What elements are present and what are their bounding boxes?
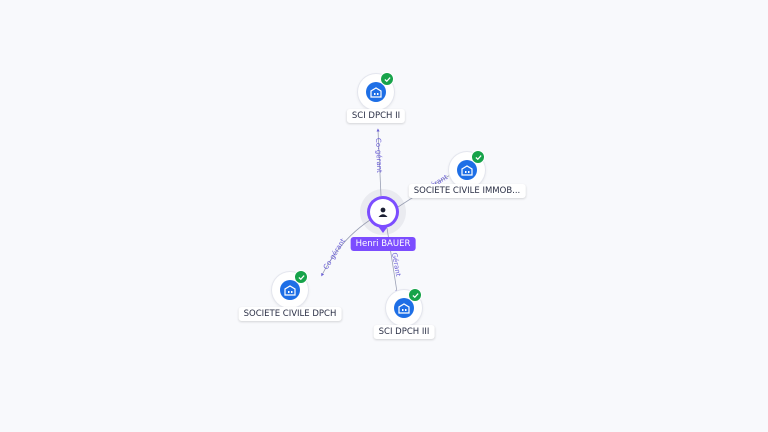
verified-check-icon <box>294 270 308 284</box>
verified-check-icon <box>408 288 422 302</box>
company-node-societe-civile-immob[interactable] <box>449 150 485 188</box>
verified-check-icon <box>380 72 394 86</box>
company-node-sci-dpch-iii[interactable] <box>386 288 422 326</box>
building-icon <box>394 298 414 318</box>
building-icon <box>366 82 386 102</box>
company-label-sci-dpch-ii[interactable]: SCI DPCH II <box>346 109 406 123</box>
building-icon <box>280 280 300 300</box>
edge-societe-civile-dpch <box>321 219 371 277</box>
person-node[interactable] <box>367 196 399 228</box>
verified-check-icon <box>471 150 485 164</box>
edge-label-societe-civile-dpch: Co-gérant <box>322 237 347 271</box>
edge-sci-dpch-ii <box>376 128 382 197</box>
person-name-label[interactable]: Henri BAUER <box>350 237 416 251</box>
person-icon <box>370 199 396 225</box>
company-label-sci-dpch-iii[interactable]: SCI DPCH III <box>373 325 435 339</box>
company-node-sci-dpch-ii[interactable] <box>358 72 394 110</box>
edge-label-sci-dpch-iii: Gérant <box>390 252 402 277</box>
company-node-societe-civile-dpch[interactable] <box>272 270 308 308</box>
company-label-societe-civile-dpch[interactable]: SOCIETE CIVILE DPCH <box>238 307 342 321</box>
person-pin-tip <box>377 225 389 233</box>
company-label-societe-civile-immob[interactable]: SOCIETE CIVILE IMMOB... <box>408 184 526 198</box>
edge-label-sci-dpch-ii: Co-gérant <box>374 138 383 173</box>
building-icon <box>457 160 477 180</box>
